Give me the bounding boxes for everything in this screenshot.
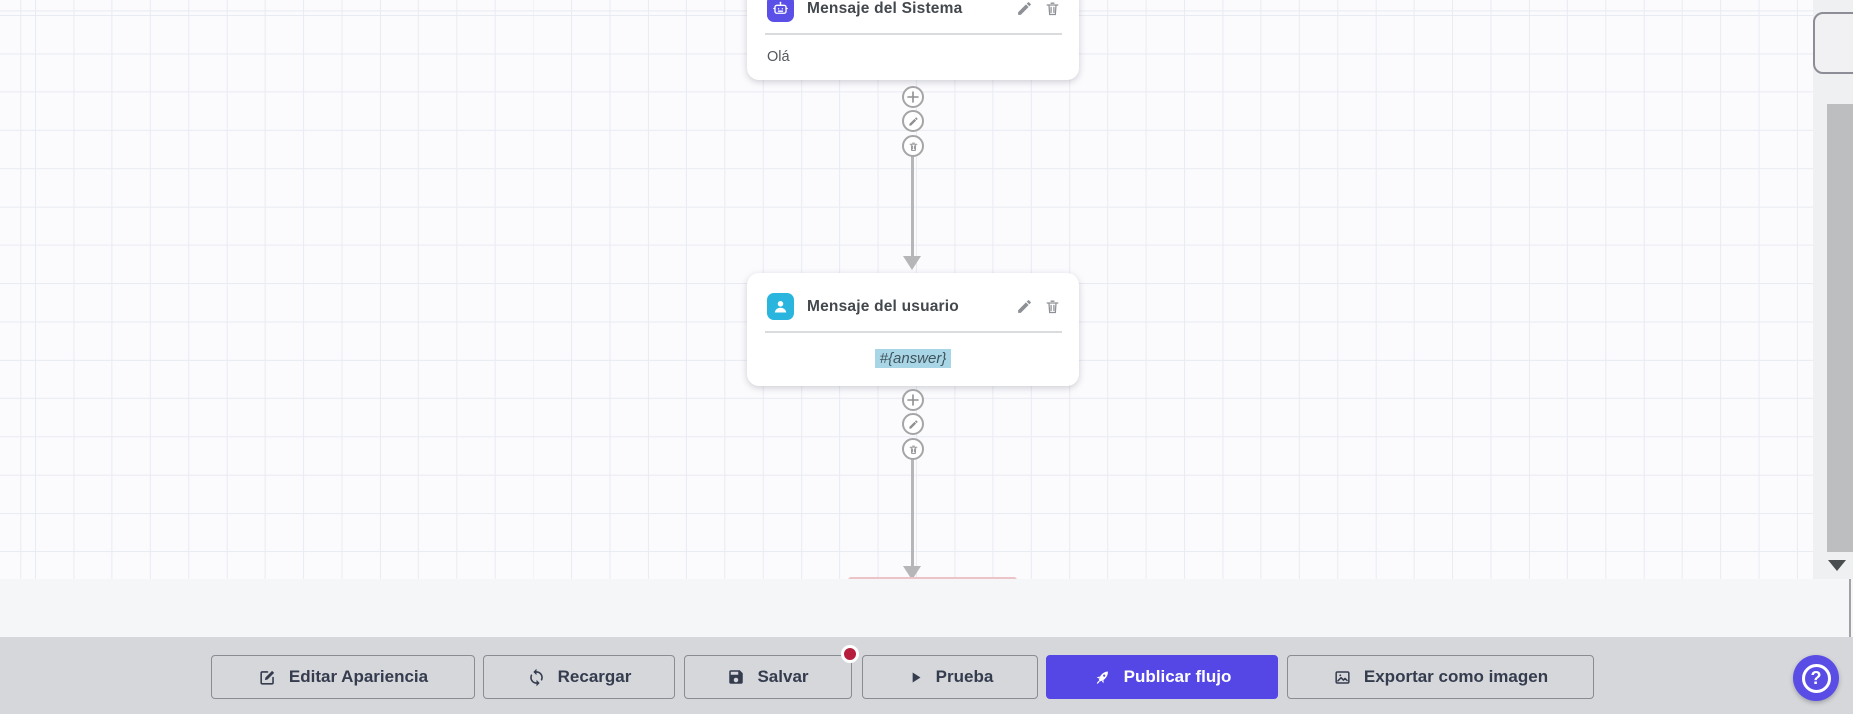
node-divider xyxy=(765,331,1062,333)
next-node-partial-edge xyxy=(848,577,1017,580)
help-label: ? xyxy=(1810,668,1822,688)
unsaved-changes-badge xyxy=(841,645,859,663)
button-label: Editar Apariencia xyxy=(288,667,429,686)
node-content-variable[interactable]: #{answer} xyxy=(874,349,952,368)
footer-spacer xyxy=(0,579,1853,637)
user-icon xyxy=(767,293,794,320)
delete-connection-button[interactable] xyxy=(902,135,924,157)
connector-line xyxy=(911,458,914,567)
question-icon: ? xyxy=(1801,663,1831,693)
export-image-button[interactable]: Exportar como imagen xyxy=(1287,655,1594,699)
canvas-scrollbar-thumb[interactable] xyxy=(1827,104,1853,552)
button-label: Prueba xyxy=(935,667,994,686)
save-button[interactable]: Salvar xyxy=(684,655,852,699)
node-header: Mensaje del usuario xyxy=(747,293,1079,320)
flow-canvas[interactable]: Mensaje del Sistema Olá xyxy=(0,0,1853,580)
delete-node-icon[interactable] xyxy=(1043,298,1061,316)
node-content: Olá xyxy=(767,48,790,65)
delete-connection-button[interactable] xyxy=(902,438,924,460)
scroll-down-arrow-icon[interactable] xyxy=(1828,560,1846,571)
edit-node-icon[interactable] xyxy=(1015,0,1033,18)
canvas-overlay-box xyxy=(1813,12,1853,74)
edit-connection-button[interactable] xyxy=(902,413,924,435)
connector-arrow-icon xyxy=(903,256,921,270)
button-label: Exportar como imagen xyxy=(1363,667,1549,686)
bottom-toolbar: Editar Apariencia Recargar Salvar Prueba xyxy=(0,637,1853,714)
add-node-button[interactable] xyxy=(902,389,924,411)
node-title: Mensaje del usuario xyxy=(807,297,959,315)
connector-arrow-icon xyxy=(903,566,921,580)
connector-line xyxy=(911,152,914,258)
button-label: Recargar xyxy=(557,667,632,686)
button-label: Salvar xyxy=(757,667,809,686)
edit-connection-button[interactable] xyxy=(902,110,924,132)
delete-node-icon[interactable] xyxy=(1043,0,1061,18)
node-divider xyxy=(765,33,1062,35)
node-header: Mensaje del Sistema xyxy=(747,0,1079,22)
add-node-button[interactable] xyxy=(902,86,924,108)
help-button[interactable]: ? xyxy=(1793,655,1839,701)
node-user-message[interactable]: Mensaje del usuario #{answer} xyxy=(747,273,1079,386)
edit-node-icon[interactable] xyxy=(1015,298,1033,316)
edit-appearance-button[interactable]: Editar Apariencia xyxy=(211,655,475,699)
test-button[interactable]: Prueba xyxy=(862,655,1038,699)
publish-flow-button[interactable]: Publicar flujo xyxy=(1046,655,1278,699)
node-title: Mensaje del Sistema xyxy=(807,0,963,17)
button-label: Publicar flujo xyxy=(1123,667,1232,686)
node-system-message[interactable]: Mensaje del Sistema Olá xyxy=(747,0,1079,80)
reload-button[interactable]: Recargar xyxy=(483,655,675,699)
robot-icon xyxy=(767,0,794,22)
